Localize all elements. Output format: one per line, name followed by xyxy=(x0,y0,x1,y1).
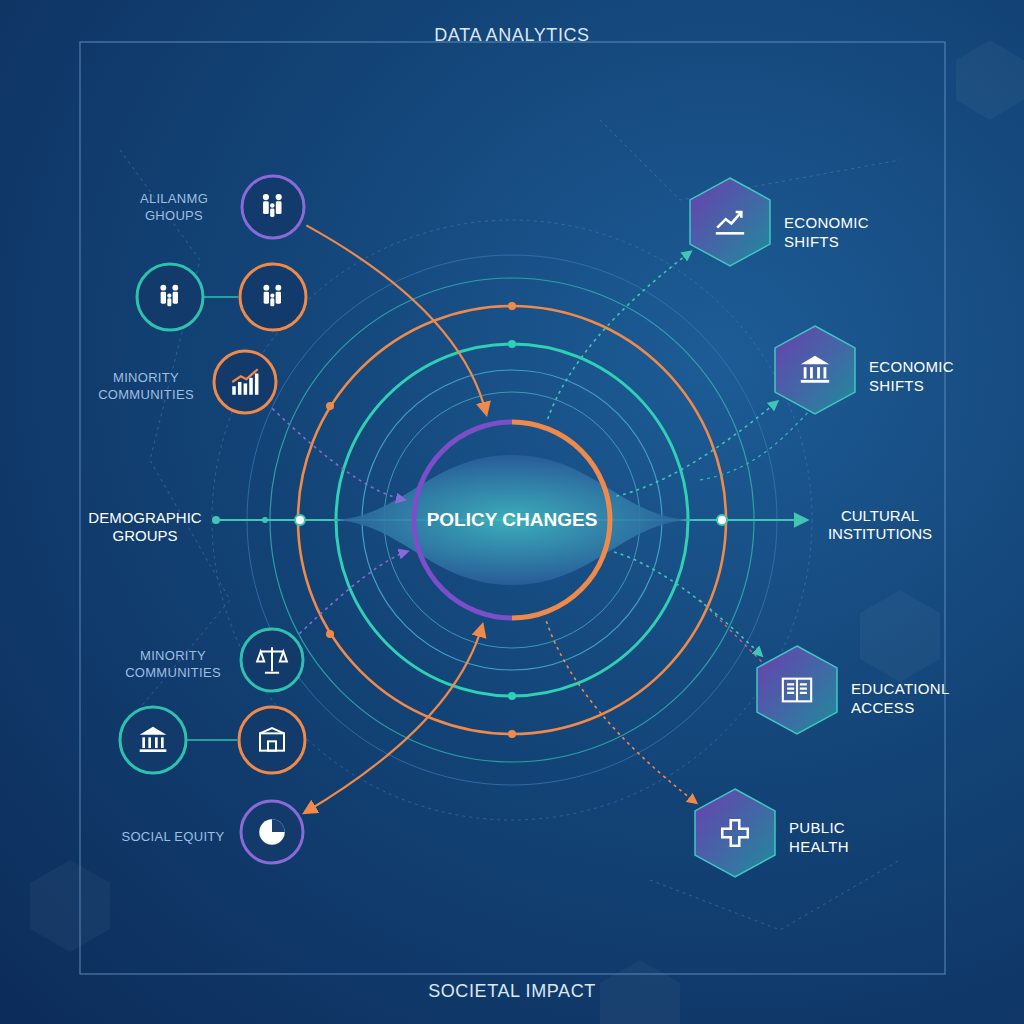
flow-arrow xyxy=(614,552,762,656)
topic-label: ECONOMIC SHIFTS xyxy=(869,357,987,395)
flow-arrow xyxy=(548,252,691,420)
flow-arrow xyxy=(305,625,483,813)
topic-label: PUBLIC HEALTH xyxy=(789,818,907,856)
axis-label: CULTURAL INSTITUTIONS xyxy=(818,507,942,543)
group-circle: ALILANMG GHOUPS xyxy=(240,174,306,240)
group-circle: MINORITY COMMUNITIES xyxy=(212,349,278,415)
group-circle: SOCIAL EQUITY xyxy=(239,799,305,865)
topic-hexagon: ECONOMIC SHIFTS xyxy=(688,176,772,268)
node-outline xyxy=(773,324,857,416)
flow-arrow xyxy=(616,401,777,496)
flow-arrow xyxy=(306,225,486,414)
group-label: ALILANMG GHOUPS xyxy=(118,190,230,224)
hub-label: POLICY CHANGES xyxy=(427,509,598,531)
flow-arrow xyxy=(546,621,696,803)
group-label: MINORITY COMMUNITIES xyxy=(90,369,202,403)
diagram-caption: SOCIETAL IMPACT xyxy=(0,982,1024,1000)
group-circle: MINORITY COMMUNITIES xyxy=(239,627,305,693)
axis-label: DEMOGRAPHIC GROUPS xyxy=(80,509,210,545)
topic-label: ECONOMIC SHIFTS xyxy=(784,213,902,251)
diagram-title: DATA ANALYTICS xyxy=(0,26,1024,44)
node-outline xyxy=(240,174,306,240)
node-outline xyxy=(239,627,305,693)
topic-label: EDUCATIONL ACCESS xyxy=(851,679,969,717)
node-outline xyxy=(239,799,305,865)
node-outline xyxy=(688,176,772,268)
policy-hub-circle: POLICY CHANGES xyxy=(410,418,614,622)
topic-hexagon: PUBLIC HEALTH xyxy=(693,787,777,879)
topic-hexagon: ECONOMIC SHIFTS xyxy=(773,324,857,416)
topic-hexagon: EDUCATIONL ACCESS xyxy=(755,644,839,736)
flow-arrow xyxy=(299,551,407,633)
node-outline xyxy=(693,787,777,879)
node-outline xyxy=(212,349,278,415)
flow-arrow xyxy=(272,408,405,500)
node-outline xyxy=(755,644,839,736)
group-label: SOCIAL EQUITY xyxy=(117,828,229,845)
group-label: MINORITY COMMUNITIES xyxy=(117,647,229,681)
